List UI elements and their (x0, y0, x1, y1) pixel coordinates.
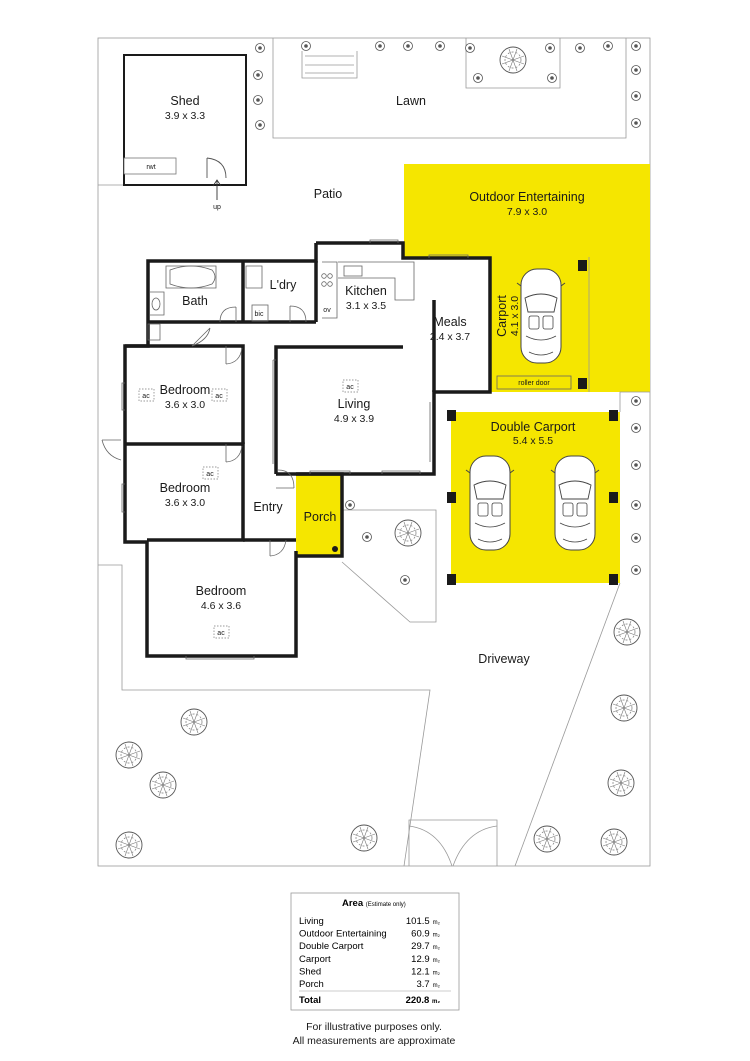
tree-icon (600, 828, 628, 856)
tree-icon (610, 694, 638, 722)
outdoor-entertaining-label: Outdoor Entertaining (469, 190, 584, 204)
outdoor-entertaining-dims: 7.9 x 3.0 (507, 206, 547, 218)
shed-door (206, 157, 227, 179)
double-carport-label: Double Carport (491, 420, 576, 434)
tree-icon (533, 825, 561, 853)
car-icon (516, 268, 566, 364)
tree-icon (499, 46, 527, 74)
tree-icon (149, 771, 177, 799)
ac-label: ac (206, 471, 214, 478)
rwt-box (123, 157, 177, 175)
living-label: Living (338, 397, 371, 411)
tree-icon (350, 824, 378, 852)
arrow-up-icon (212, 179, 222, 200)
tree-icon (180, 708, 208, 736)
kitchen-label: Kitchen (345, 284, 387, 298)
carport-posts (332, 260, 618, 585)
shed-dims: 3.9 x 3.3 (165, 110, 205, 122)
outdoor-entertaining-area (404, 164, 650, 257)
note-line-2: All measurements are approximate (293, 1035, 456, 1047)
car-icon (465, 455, 515, 551)
car-icon (550, 455, 600, 551)
entry-label: Entry (253, 500, 283, 514)
patio-label: Patio (314, 187, 343, 201)
carport-label: Carport (495, 295, 509, 337)
double-carport-dims: 5.4 x 5.5 (513, 435, 553, 447)
carport-dims: 4.1 x 3.0 (509, 296, 521, 336)
area-row-label: Double Carport (299, 941, 364, 952)
area-row-label: Shed (299, 966, 321, 977)
meals-label: Meals (433, 315, 466, 329)
ac-label: ac (142, 393, 150, 400)
up-label: up (213, 204, 221, 211)
porch-area (296, 474, 342, 556)
ac-label: ac (346, 384, 354, 391)
site-boundary (97, 37, 651, 867)
interior-thin-lines (101, 239, 572, 660)
area-row-label: Outdoor Entertaining (299, 929, 387, 940)
shed-label: Shed (170, 94, 199, 108)
yard-lines (98, 38, 650, 867)
laundry-label: L'dry (270, 278, 297, 292)
bedroom-1-dims: 3.6 x 3.0 (165, 399, 205, 411)
area-row-label: Carport (299, 954, 331, 965)
porch-label: Porch (304, 510, 337, 524)
tree-icon (115, 741, 143, 769)
living-dims: 4.9 x 3.9 (334, 413, 374, 425)
ac-label: ac (215, 393, 223, 400)
area-row-label: Porch (299, 979, 324, 990)
bedroom-2-label: Bedroom (160, 481, 211, 495)
rwt-label: rwt (146, 164, 155, 171)
tree-icon (115, 831, 143, 859)
bedroom-1-label: Bedroom (160, 383, 211, 397)
area-row-label: Living (299, 916, 324, 927)
ac-label: ac (217, 630, 225, 637)
carport-area (490, 257, 650, 392)
driveway-label: Driveway (478, 652, 530, 666)
tree-icon (613, 618, 641, 646)
house-walls (123, 241, 492, 658)
area-total-label: Total (299, 995, 321, 1006)
area-total-value: 220.8 m₂ (406, 995, 441, 1006)
roller-door-label: roller door (518, 380, 550, 387)
kitchen-dims: 3.1 x 3.5 (346, 300, 386, 312)
bath-label: Bath (182, 294, 208, 308)
bic-label: bic (255, 311, 264, 318)
bedroom-3-label: Bedroom (196, 584, 247, 598)
lawn-label: Lawn (396, 94, 426, 108)
note-line-1: For illustrative purposes only. (306, 1021, 442, 1033)
meals-dims: 2.4 x 3.7 (430, 331, 470, 343)
bedroom-3-dims: 4.6 x 3.6 (201, 600, 241, 612)
tree-icon (394, 519, 422, 547)
ac-markers (138, 379, 359, 639)
oven-label: ov (323, 307, 331, 314)
tree-icon (607, 769, 635, 797)
bedroom-2-dims: 3.6 x 3.0 (165, 497, 205, 509)
area-title: Area (Estimate only) (342, 898, 406, 909)
